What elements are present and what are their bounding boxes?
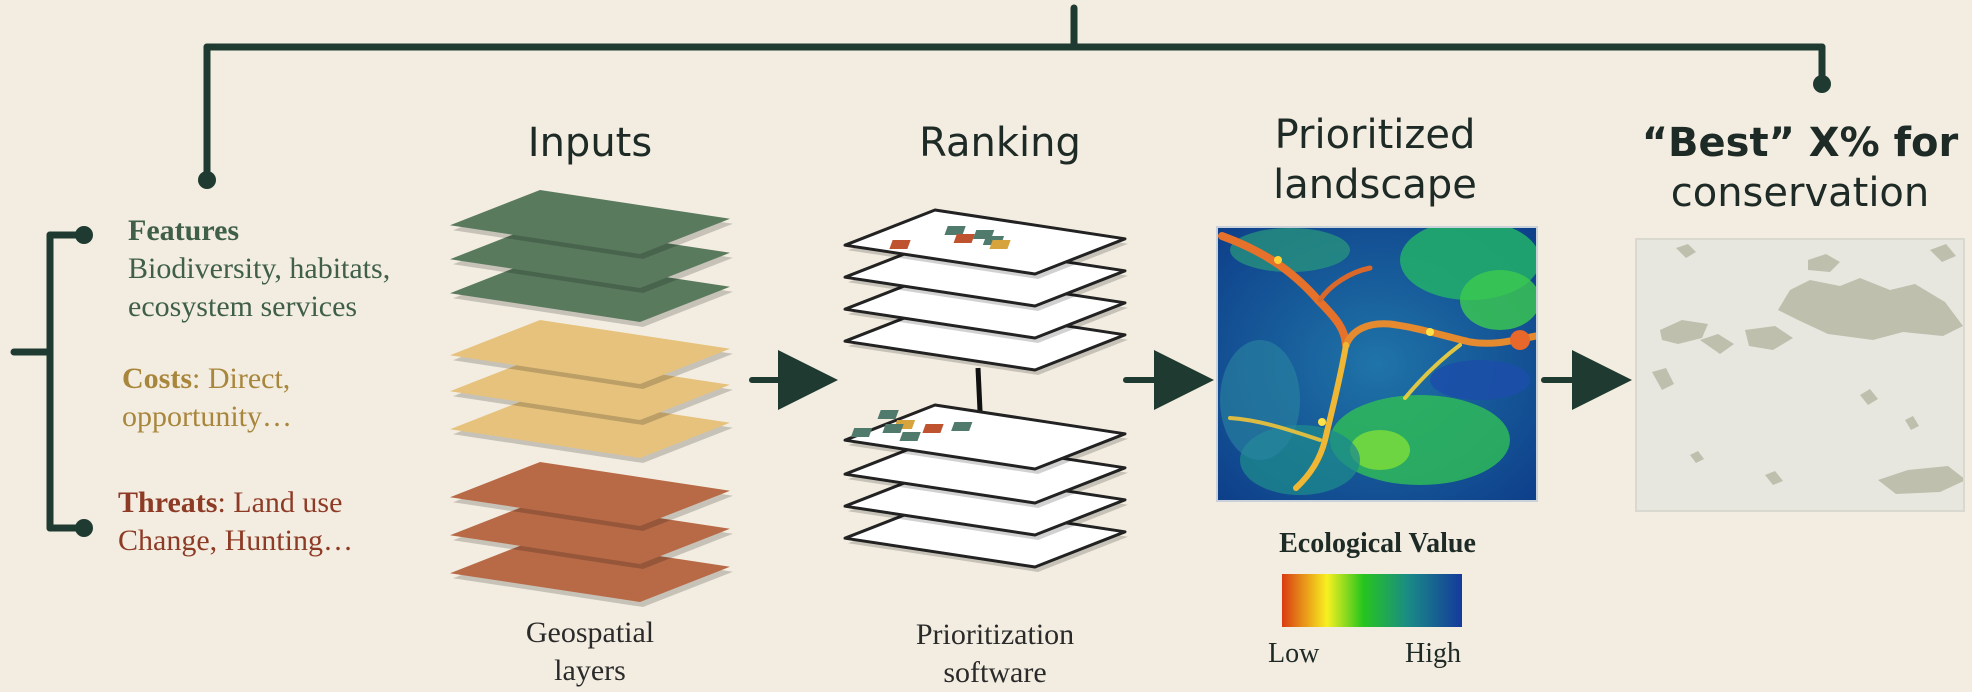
left-bracket-dot-bottom (75, 519, 93, 537)
ranking-pixel (951, 422, 973, 431)
ranking-pixel (944, 226, 966, 235)
stage-title-prioritized-line2: landscape (1273, 162, 1477, 208)
ecological-value-legend-bar (1282, 574, 1462, 627)
input-layer-stack (450, 190, 733, 607)
stage-title-prioritized-line1: Prioritized (1274, 112, 1476, 158)
legend-low-label: Low (1268, 638, 1320, 669)
features-text-line2: ecosystem services (128, 290, 358, 323)
ranking-stack-top (843, 208, 1128, 375)
caption-inputs-line1: Geospatial (525, 616, 655, 649)
bracket-end-dot-left (198, 171, 216, 189)
ranking-pixel (850, 428, 873, 437)
threats-heading: Threats (118, 486, 218, 519)
ranking-stack-bottom (843, 403, 1128, 572)
features-text-line1: Biodiversity, habitats, (128, 252, 391, 285)
ranking-pixel (877, 410, 899, 419)
bracket-end-dot-right (1813, 75, 1831, 93)
ranking-pixel (922, 424, 944, 433)
ranking-pixel (889, 240, 911, 249)
ranking-pixel (899, 432, 921, 441)
threats-line1: Threats: Land use (118, 484, 342, 522)
cost-layer (450, 356, 730, 420)
caption-ranking-line1: Prioritization (915, 618, 1075, 651)
stage-title-ranking: Ranking (919, 120, 1081, 166)
cost-layer (450, 394, 730, 458)
cost-layer (450, 320, 730, 384)
caption-ranking-line2: software (943, 656, 1047, 689)
best-conservation-map (1635, 238, 1965, 512)
ranking-pixel (953, 234, 975, 243)
threat-layer (450, 500, 730, 564)
features-heading-line: Features (128, 212, 239, 250)
ranking-top-layer (843, 403, 1127, 471)
left-bracket-dot-top (75, 226, 93, 244)
feature-layer (450, 258, 730, 322)
caption-inputs-line2: layers (554, 654, 626, 687)
prioritized-landscape-map (1216, 226, 1538, 502)
threats-text-line1: : Land use (217, 486, 343, 519)
costs-heading: Costs (122, 362, 193, 395)
legend-title: Ecological Value (1279, 528, 1476, 559)
stage-title-inputs: Inputs (527, 120, 653, 166)
feature-layer (450, 190, 730, 254)
costs-text-line2: opportunity… (122, 400, 292, 433)
stage-title-best-line1: “Best” X% for (1641, 120, 1959, 166)
threat-layer (450, 462, 730, 526)
feature-layer (450, 224, 730, 288)
left-bracket (10, 231, 88, 532)
threat-layer (450, 538, 730, 602)
legend-high-label: High (1405, 638, 1461, 669)
ranking-pixel (989, 240, 1011, 249)
costs-line1: Costs: Direct, (122, 360, 290, 398)
threats-text-line2: Change, Hunting… (118, 524, 353, 557)
stage-title-best-line2: conservation (1670, 170, 1930, 216)
costs-text-line1: : Direct, (192, 362, 291, 395)
features-heading: Features (128, 214, 240, 247)
ranking-pixel (882, 424, 904, 433)
